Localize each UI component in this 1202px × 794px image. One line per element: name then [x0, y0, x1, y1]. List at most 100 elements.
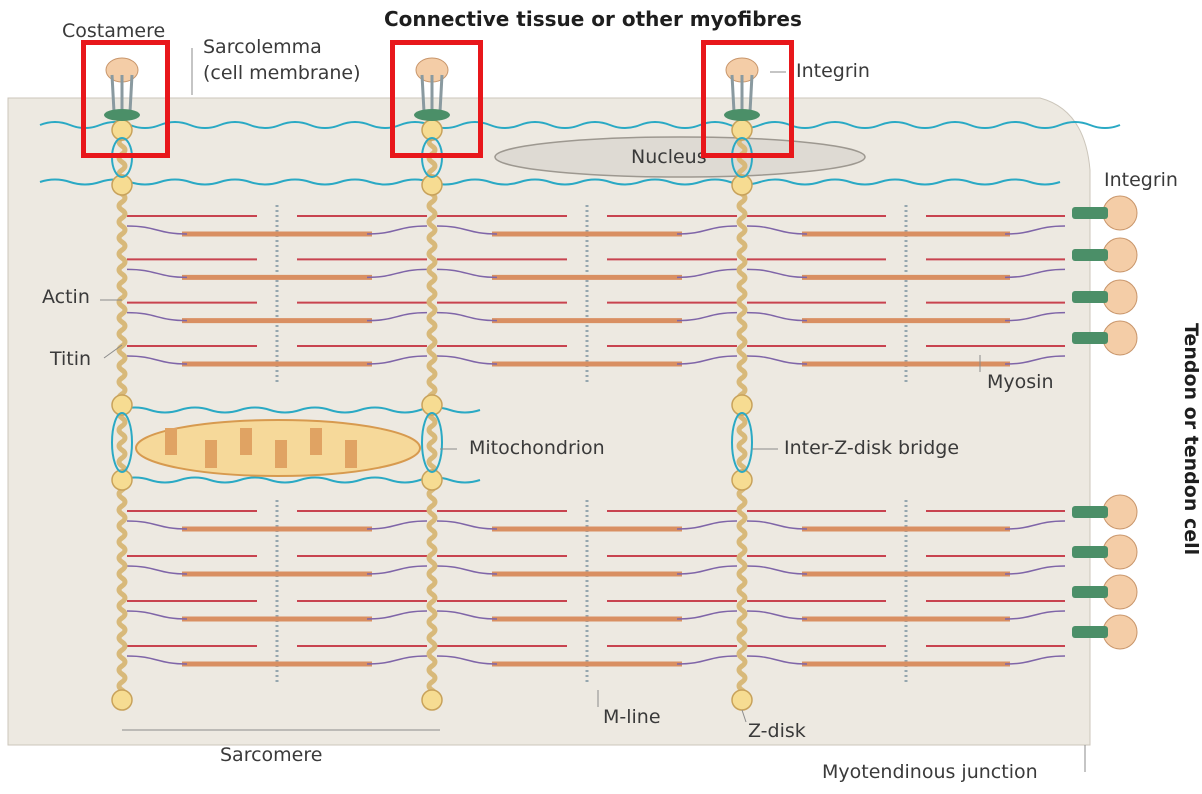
- titin-filament: [366, 610, 428, 620]
- membrane-line: [39, 178, 1061, 186]
- titin-filament: [1004, 311, 1066, 322]
- titin-filament: [746, 311, 808, 322]
- diagram-title: Connective tissue or other myofibres: [384, 7, 802, 31]
- myofilaments: [126, 205, 1066, 685]
- z-disk-label: Z-disk: [748, 720, 806, 742]
- titin-filament: [676, 311, 738, 322]
- inter-z-disk-bridge: [421, 412, 443, 473]
- titin-filament: [126, 610, 188, 620]
- integrin-junction: [1072, 291, 1108, 303]
- integrin-junction: [1072, 626, 1108, 638]
- z-disk-bead: [111, 469, 133, 491]
- integrin-junction: [1072, 207, 1108, 219]
- integrin-junction: [1072, 586, 1108, 598]
- titin-filament: [746, 225, 808, 235]
- costameres: [104, 57, 760, 121]
- integrin-junction: [1072, 506, 1108, 518]
- mitochondrion-crista: [310, 428, 322, 455]
- nucleus: [494, 136, 866, 178]
- titin-filament: [746, 355, 808, 365]
- titin-label: Titin: [50, 348, 92, 370]
- integrin-stalk: [730, 74, 754, 113]
- mitochondrion-crista: [205, 440, 217, 468]
- costamere-label: Costamere: [62, 20, 166, 42]
- titin-filament: [126, 565, 188, 575]
- tendon-cell: [1102, 494, 1138, 530]
- tendon-cell: [1102, 195, 1138, 231]
- integrin-base: [104, 109, 140, 121]
- titin-filament: [436, 311, 498, 322]
- titin-filament: [676, 268, 738, 279]
- titin-filament: [1004, 520, 1066, 530]
- z-disk-bead: [421, 174, 443, 196]
- membrane-line: [119, 406, 481, 414]
- titin-filament: [126, 268, 188, 279]
- nucleus-label: Nucleus: [631, 146, 707, 168]
- titin-filament: [366, 225, 428, 235]
- mitochondrion-crista: [275, 440, 287, 468]
- z-disk-bead: [731, 469, 753, 491]
- z-disk-line: [426, 127, 438, 709]
- sarcolemma-label: Sarcolemma: [203, 36, 322, 58]
- integrin-stalk: [420, 74, 444, 113]
- z-disk-bead: [731, 689, 753, 711]
- sarcomere-label: Sarcomere: [220, 744, 323, 766]
- z-disk-bead: [421, 394, 443, 416]
- integrin-base: [724, 109, 760, 121]
- titin-filament: [126, 520, 188, 530]
- mitochondrion-crista: [165, 428, 177, 455]
- actin-label: Actin: [42, 286, 90, 308]
- label-leaders: [100, 48, 1086, 772]
- titin-filament: [676, 565, 738, 575]
- titin-filament: [366, 268, 428, 279]
- titin-filament: [746, 520, 808, 530]
- inter-z-disk-bridge: [111, 412, 133, 473]
- integrin-junction: [1072, 546, 1108, 558]
- leader-line: [741, 709, 747, 723]
- costamere-highlight-box-2: [390, 40, 483, 158]
- titin-filament: [1004, 655, 1066, 665]
- z-disks: [111, 119, 753, 711]
- titin-filament: [366, 311, 428, 322]
- tendon-cell: [1102, 320, 1138, 356]
- titin-filament: [436, 565, 498, 575]
- tendon-label: Tendon or tendon cell: [1180, 323, 1202, 556]
- membrane-line: [39, 121, 1121, 129]
- myosin-label: Myosin: [987, 371, 1054, 393]
- z-disk-bead: [111, 174, 133, 196]
- titin-filament: [1004, 355, 1066, 365]
- myotendinous-junction-label: Myotendinous junction: [822, 761, 1038, 783]
- titin-filament: [366, 565, 428, 575]
- titin-filament: [746, 610, 808, 620]
- cell-membrane-label: (cell membrane): [203, 62, 361, 84]
- titin-filament: [436, 268, 498, 279]
- titin-filament: [366, 520, 428, 530]
- titin-filament: [126, 355, 188, 365]
- integrin-junction: [1072, 249, 1108, 261]
- m-line-label: M-line: [603, 706, 661, 728]
- titin-filament: [676, 355, 738, 365]
- tendon-cells: [1072, 195, 1138, 650]
- titin-filament: [126, 225, 188, 235]
- z-disk-bead: [111, 689, 133, 711]
- titin-filament: [746, 268, 808, 279]
- titin-filament: [1004, 610, 1066, 620]
- muscle-cell-body: [7, 97, 1091, 746]
- z-disk-bead: [731, 394, 753, 416]
- integrin-base: [414, 109, 450, 121]
- titin-filament: [366, 655, 428, 665]
- titin-filament: [676, 225, 738, 235]
- tendon-cell: [1102, 614, 1138, 650]
- titin-filament: [436, 610, 498, 620]
- titin-filament: [746, 565, 808, 575]
- titin-filament: [366, 355, 428, 365]
- titin-filament: [436, 655, 498, 665]
- titin-filament: [436, 355, 498, 365]
- mitochondrion-label: Mitochondrion: [469, 437, 605, 459]
- leader-line: [103, 344, 123, 359]
- tendon-cell: [1102, 534, 1138, 570]
- titin-filament: [126, 655, 188, 665]
- costamere-highlight-box-3: [701, 40, 794, 158]
- integrin-right-label: Integrin: [1104, 169, 1178, 191]
